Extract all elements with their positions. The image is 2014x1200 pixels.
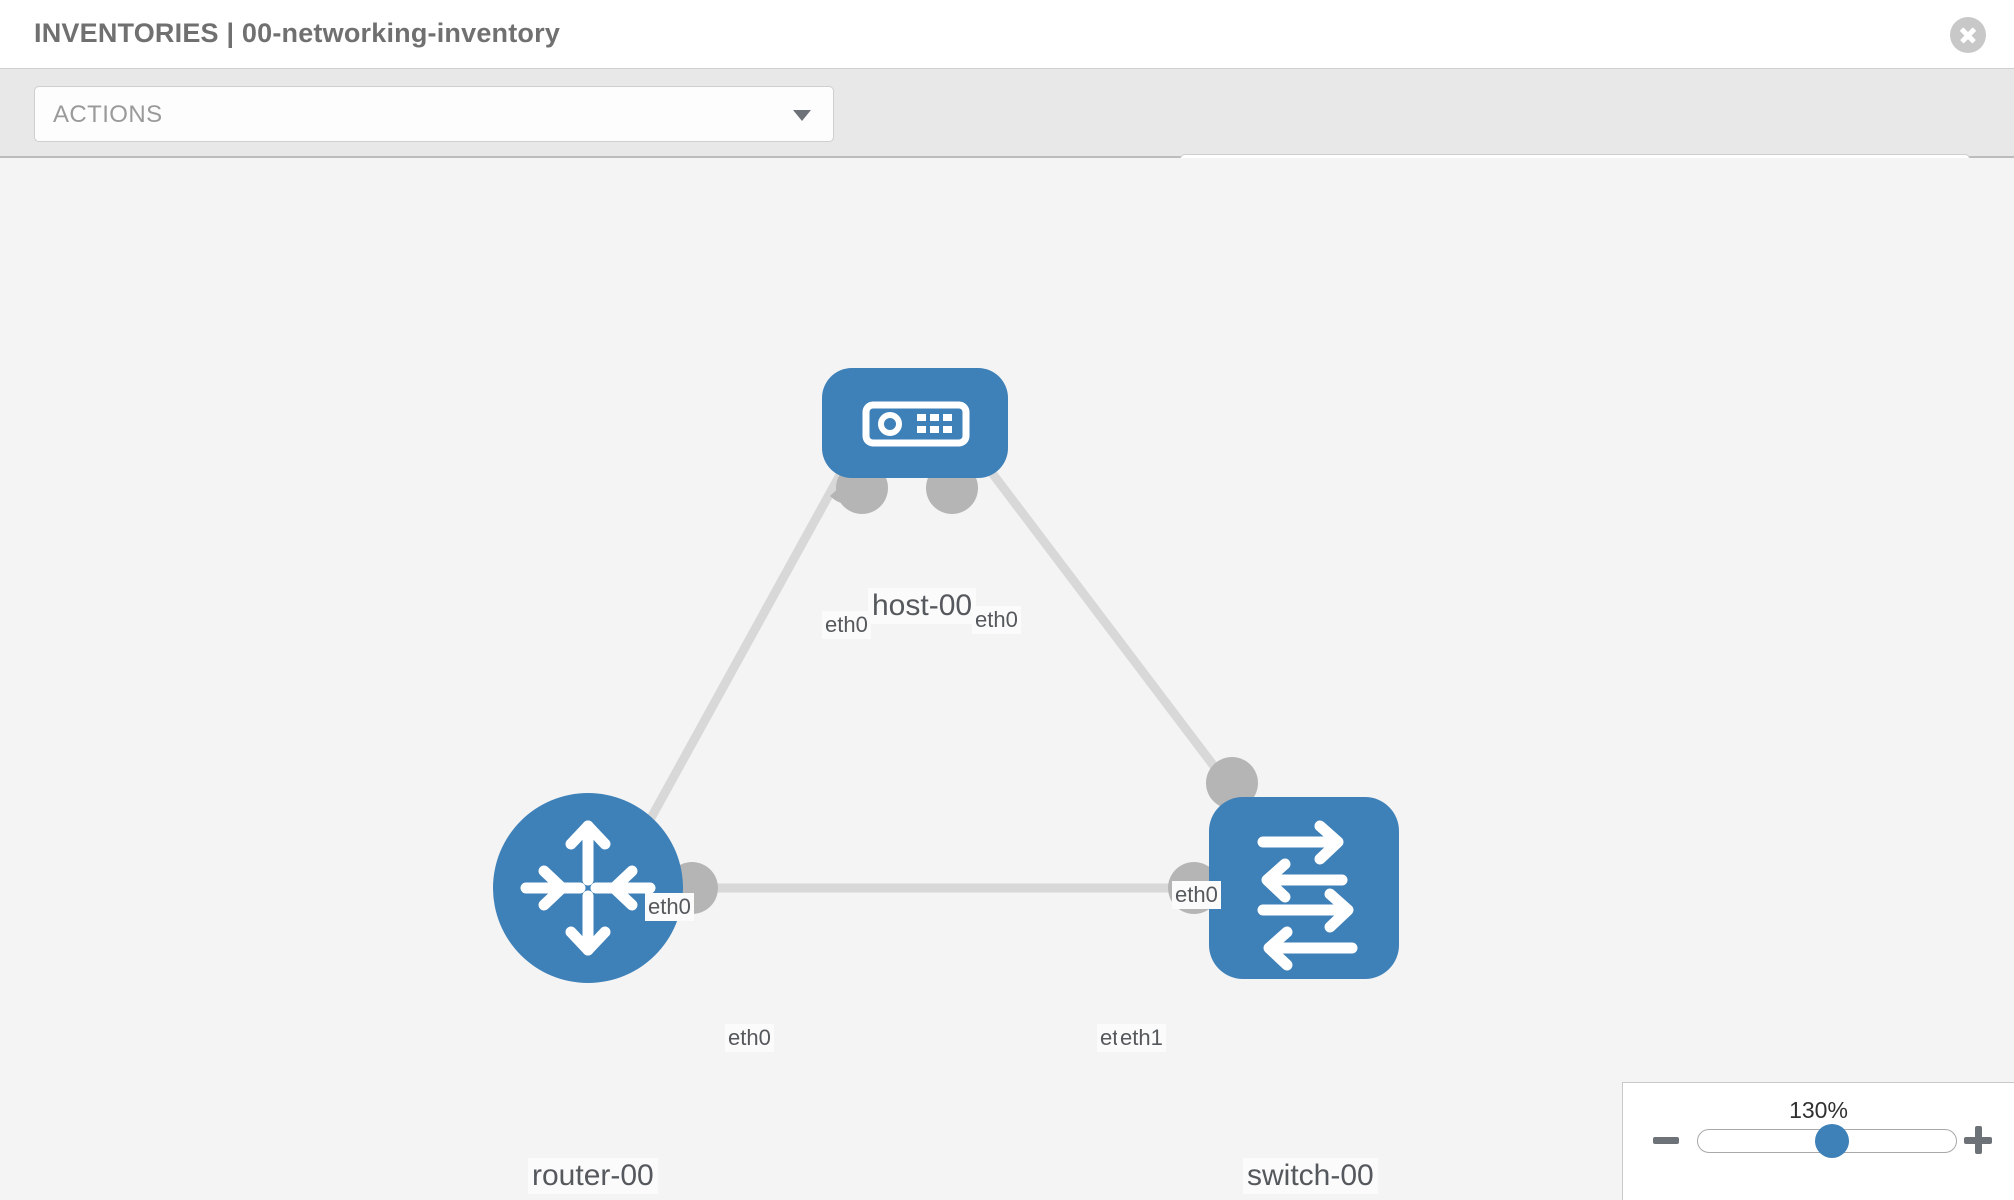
interface-connectors: [666, 462, 1258, 914]
zoom-control-panel: 130%: [1622, 1082, 2014, 1200]
node-label-switch-00: switch-00: [1243, 1158, 1378, 1194]
server-device-icon: [862, 401, 970, 447]
node-label-router-00: router-00: [528, 1158, 658, 1194]
node-host-00[interactable]: [822, 368, 1008, 478]
edge-label-host-router-near-host: eth0: [822, 611, 871, 639]
zoom-level-label: 130%: [1789, 1097, 1848, 1123]
zoom-in-button[interactable]: [1964, 1126, 1992, 1154]
edge-host-router[interactable]: [636, 421, 872, 841]
actions-dropdown[interactable]: ACTIONS: [34, 86, 834, 142]
page-header: INVENTORIES | 00-networking-inventory: [0, 0, 2014, 68]
topology-canvas[interactable]: eth0 eth0 eth0 eth0 eth0 eth0 eth1 host-…: [0, 158, 2014, 1200]
node-label-host-00: host-00: [868, 588, 977, 624]
close-icon[interactable]: [1950, 17, 1986, 53]
zoom-slider-thumb[interactable]: [1815, 1124, 1850, 1158]
edge-label-host-switch-near-host: eth0: [972, 606, 1021, 634]
zoom-out-button[interactable]: [1653, 1137, 1679, 1144]
node-router-00[interactable]: [493, 793, 683, 983]
zoom-slider[interactable]: [1697, 1124, 1957, 1158]
actions-dropdown-label: ACTIONS: [53, 101, 163, 128]
edge-label-router-switch-near-router: eth0: [725, 1024, 774, 1052]
switch-bidirectional-arrows-icon: [1257, 820, 1358, 971]
router-four-arrows-icon: [520, 820, 656, 956]
edge-host-switch[interactable]: [951, 421, 1236, 793]
toolbar: ACTIONS SEARCH: [0, 68, 2014, 210]
edge-label-router-switch-near-switch-b: eth1: [1117, 1024, 1166, 1052]
edge-label-host-switch-near-switch: eth0: [1172, 881, 1221, 909]
node-switch-00[interactable]: [1209, 797, 1399, 979]
chevron-down-icon: [793, 110, 811, 121]
topology-graph: [493, 368, 1399, 983]
page-title: INVENTORIES | 00-networking-inventory: [34, 18, 561, 48]
edge-label-host-router-near-router: eth0: [645, 893, 694, 921]
